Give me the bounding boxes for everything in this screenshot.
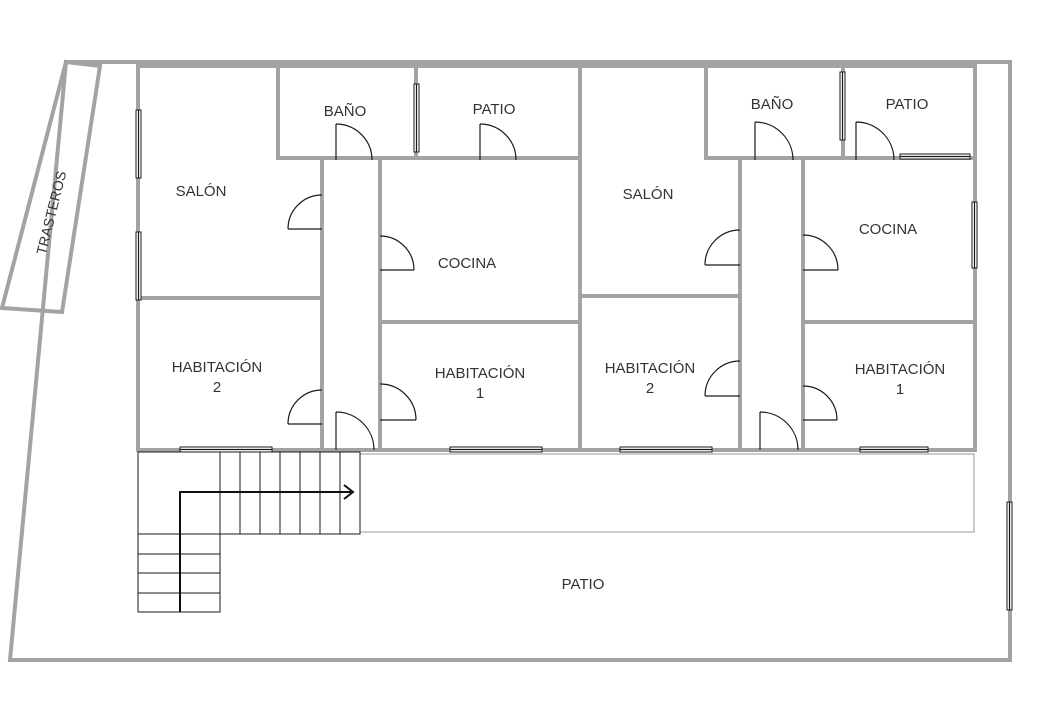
door-right-salon [704,229,741,266]
door-left-cocina [379,235,415,271]
label-right-patio: PATIO [886,96,929,113]
door-right-patio [855,121,895,161]
door-left-salon [287,194,323,230]
door-left-bano [335,123,373,161]
label-main-patio: PATIO [562,576,605,593]
label-right-hab1-line1: HABITACIÓN [855,361,946,378]
terrace-outline [359,453,975,533]
label-left-bano: BAÑO [324,103,367,120]
door-right-hab2 [704,360,741,397]
label-left-hab1-line1: HABITACIÓN [435,365,526,382]
label-left-hab2-line1: HABITACIÓN [172,359,263,376]
door-left-entry [335,411,375,451]
doors [287,121,895,451]
label-right-hab2-line2: 2 [646,380,654,397]
label-right-bano: BAÑO [751,96,794,113]
door-left-hab1 [379,383,417,421]
label-left-patio: PATIO [473,101,516,118]
trasteros-storage [0,59,103,315]
door-right-entry [759,411,799,451]
room-labels: TRASTEROS SALÓN BAÑO PATIO COCINA HABITA… [33,96,945,593]
label-right-hab2-line1: HABITACIÓN [605,360,696,377]
label-trasteros: TRASTEROS [33,169,69,256]
label-right-cocina: COCINA [859,221,917,238]
interior-walls [136,64,977,452]
door-left-patio [479,123,517,161]
label-right-salon: SALÓN [623,186,674,203]
door-left-hab2 [287,389,323,425]
label-left-salon: SALÓN [176,183,227,200]
label-left-hab1-line2: 1 [476,385,484,402]
windows [135,71,1013,611]
stair-direction-arrow [179,491,352,612]
door-right-hab1 [802,385,838,421]
door-right-cocina [802,234,839,271]
label-left-hab2-line2: 2 [213,379,221,396]
staircase [137,451,361,613]
label-left-cocina: COCINA [438,255,496,272]
door-right-bano [754,121,794,161]
label-right-hab1-line2: 1 [896,381,904,398]
